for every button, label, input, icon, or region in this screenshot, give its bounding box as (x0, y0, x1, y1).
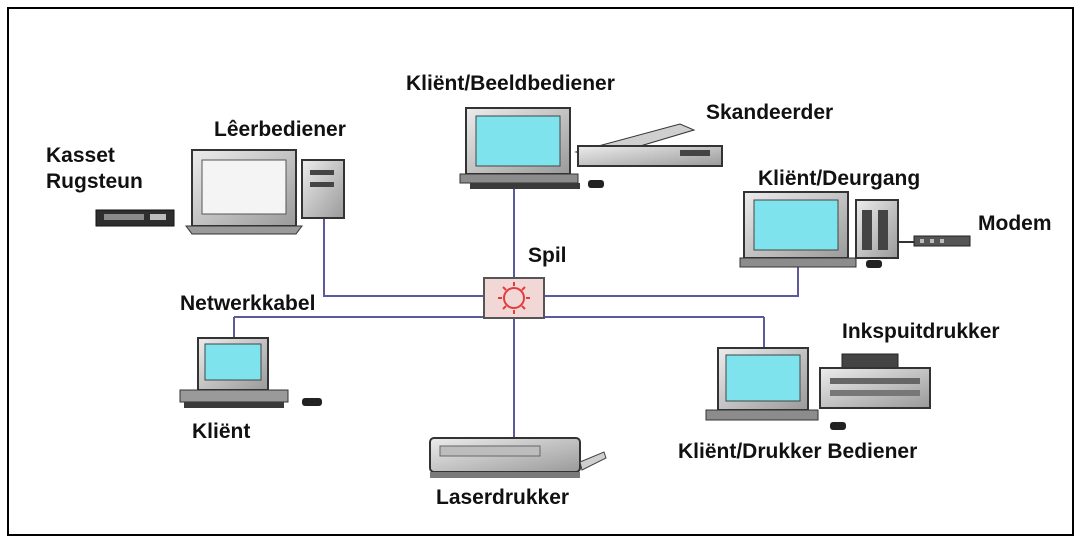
image-server-client-icon (459, 107, 604, 189)
tape-backup-icon (95, 209, 175, 227)
label-file-server: Lêerbediener (214, 118, 346, 141)
label-tape-backup-line2: Rugsteun (46, 170, 143, 193)
label-network-cable: Netwerkkabel (180, 292, 316, 315)
hub-icon (483, 277, 545, 319)
scanner-icon (574, 123, 723, 167)
label-hub: Spil (528, 244, 567, 267)
label-laser-printer: Laserdrukker (436, 486, 570, 509)
label-print-server-client: Kliënt/Drukker Bediener (678, 440, 918, 463)
label-gateway-client: Kliënt/Deurgang (758, 167, 921, 190)
cable-file-server (323, 218, 490, 297)
label-tape-backup-line1: Kasset (46, 144, 115, 167)
file-server-icon (185, 149, 345, 235)
label-modem: Modem (978, 212, 1052, 235)
label-scanner: Skandeerder (706, 101, 834, 124)
client-icon (179, 337, 322, 408)
cable-gateway (540, 266, 799, 297)
print-server-client-icon (705, 347, 846, 430)
modem-icon (898, 235, 971, 247)
label-image-server-client: Kliënt/Beeldbediener (406, 72, 615, 95)
laser-printer-icon (429, 437, 607, 478)
gateway-client-icon (739, 191, 899, 268)
label-inkjet-printer: Inkspuitdrukker (842, 320, 1000, 343)
label-client: Kliënt (192, 420, 251, 443)
inkjet-printer-icon (819, 353, 931, 409)
